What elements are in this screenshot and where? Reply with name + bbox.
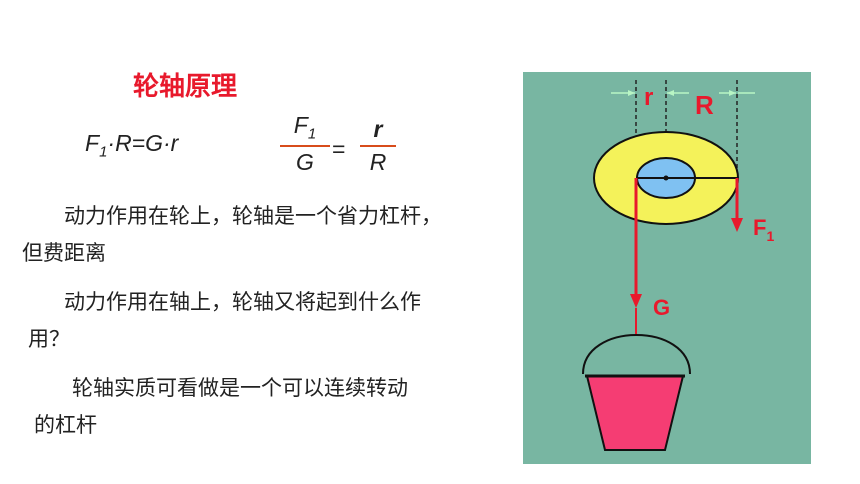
formula-f: F [85,130,100,156]
fraction-right-bar [360,145,396,147]
paragraph-1: 动力作用在轮上，轮轴是一个省力杠杆， 但费距离 [22,198,442,272]
paragraph-2-line-1: 动力作用在轴上，轮轴又将起到什么作 [64,290,421,314]
formula-sub: 1 [99,143,108,161]
page-title: 轮轴原理 [133,72,238,102]
formula-main: F1·R=G·r [85,130,178,161]
fraction-left-denominator: G [296,148,314,175]
label-g: G [653,295,670,320]
paragraph-2: 动力作用在轴上，轮轴又将起到什么作 用？ [28,284,421,358]
paragraph-1-line-1: 动力作用在轮上，轮轴是一个省力杠杆， [64,204,442,228]
label-f1: F1 [753,215,774,244]
equals-sign: = [332,136,346,162]
dim-arrowhead-R-right [729,90,736,96]
label-r: r [644,84,653,111]
fraction-left-numerator: F1 [293,112,317,143]
bucket-body [585,375,685,451]
dim-arrowhead-R-left [667,90,674,96]
fraction-right: r R [360,116,396,176]
label-R: R [695,90,714,120]
paragraph-3: 轮轴实质可看做是一个可以连续转动 的杠杆 [34,370,408,444]
fraction-left-bar [280,144,330,147]
paragraph-3-line-2: 的杠杆 [34,413,97,437]
fraction-left: F1 G [280,112,330,176]
fraction-right-denominator: R [369,149,387,175]
paragraph-3-line-1: 轮轴实质可看做是一个可以连续转动 [72,376,408,400]
paragraph-2-line-2: 用？ [28,327,70,351]
force-f1-arrowhead [731,218,743,232]
force-g-arrowhead [630,294,642,308]
bucket-handle [582,334,691,375]
formula-rest: ·R=G·r [107,130,179,156]
wheel-axle-diagram: r R F1 G [523,72,811,464]
paragraph-1-line-2: 但费距离 [22,241,106,265]
dim-arrowhead-r-left [628,90,635,96]
fraction-right-numerator: r [373,116,383,142]
